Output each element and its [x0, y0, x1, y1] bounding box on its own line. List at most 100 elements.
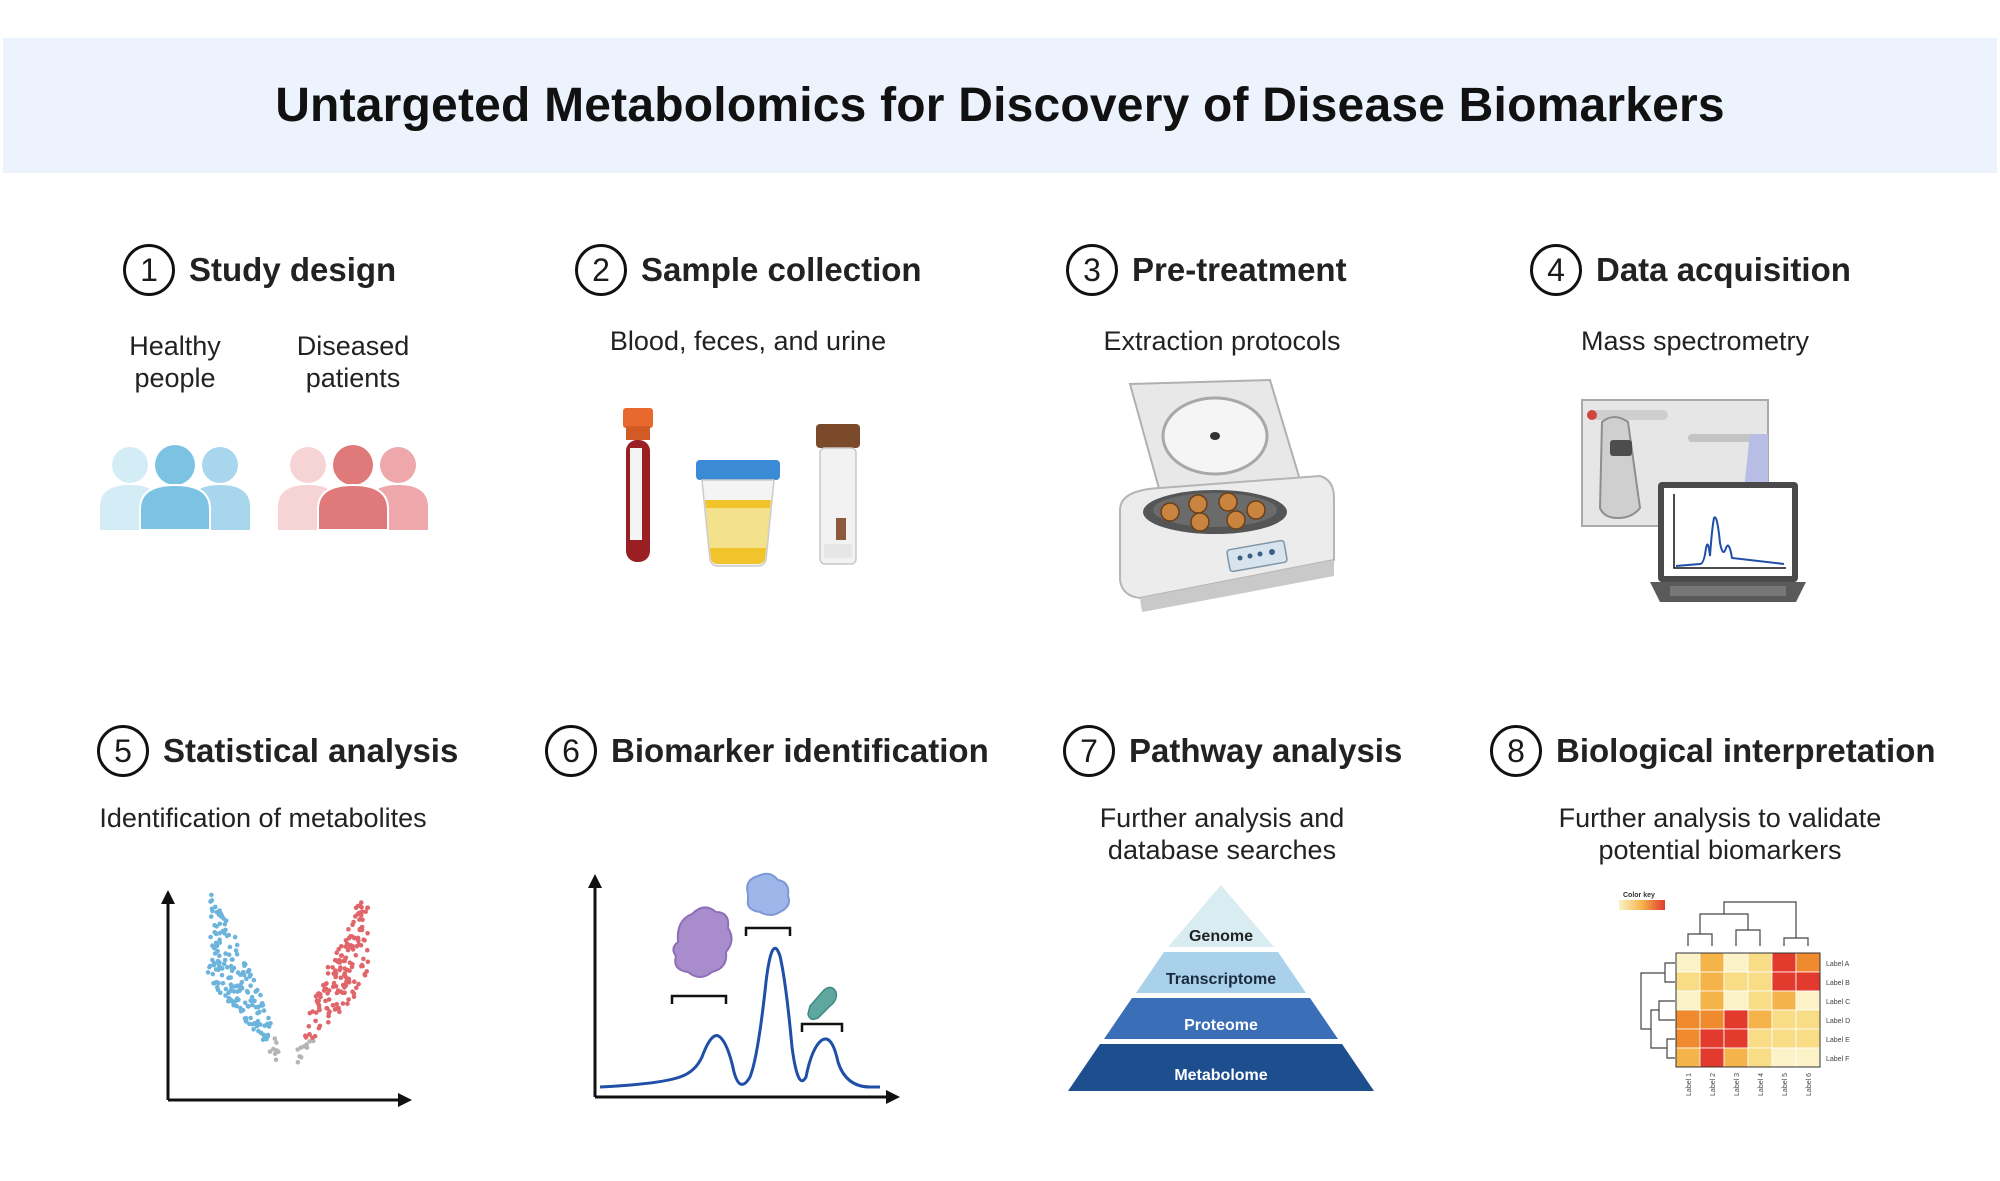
- volcano-point: [209, 892, 214, 898]
- step-8-header: 8 Biological interpretation: [1490, 725, 1936, 777]
- volcano-point: [248, 972, 253, 978]
- volcano-point: [323, 998, 328, 1004]
- volcano-point: [241, 972, 247, 978]
- pyramid-label-genome: Genome: [1189, 928, 1253, 945]
- volcano-point: [222, 957, 228, 963]
- volcano-point: [226, 952, 232, 957]
- volcano-point: [325, 971, 331, 976]
- volcano-point: [342, 966, 347, 971]
- heatmap-cell: [1795, 990, 1821, 1011]
- step-3-title: Pre-treatment: [1132, 251, 1347, 288]
- volcano-point: [260, 1037, 266, 1042]
- step-3-subtitle: Extraction protocols: [1103, 326, 1341, 356]
- heatmap-cell: [1675, 971, 1701, 992]
- volcano-point: [353, 952, 359, 958]
- volcano-point: [307, 1032, 312, 1037]
- volcano-point: [272, 1051, 278, 1057]
- volcano-point: [271, 1046, 276, 1052]
- heatmap-col-label: Label 3: [1734, 1073, 1741, 1096]
- step-5-header: 5 Statistical analysis: [97, 725, 458, 777]
- heatmap-cell: [1771, 952, 1797, 973]
- volcano-point: [350, 943, 355, 949]
- omics-pyramid: Genome Transcriptome Proteome Metabolome: [1068, 885, 1374, 1091]
- volcano-point: [220, 981, 226, 986]
- diseased-patients-icon: [278, 445, 428, 531]
- pyramid-label-transcriptome: Transcriptome: [1166, 971, 1276, 988]
- volcano-point: [365, 931, 370, 936]
- volcano-point: [346, 927, 351, 932]
- volcano-point: [324, 1005, 329, 1011]
- step-7-header: 7 Pathway analysis: [1063, 725, 1402, 777]
- volcano-point: [208, 914, 214, 919]
- volcano-point: [351, 994, 357, 999]
- volcano-point: [303, 1033, 308, 1038]
- volcano-point: [330, 965, 335, 970]
- volcano-point: [266, 1015, 271, 1021]
- volcano-point: [212, 945, 217, 951]
- heatmap-cell: [1699, 952, 1725, 973]
- volcano-point: [337, 1009, 342, 1015]
- volcano-point: [345, 1001, 350, 1007]
- volcano-point: [248, 983, 253, 988]
- volcano-point: [361, 956, 366, 962]
- volcano-point: [336, 946, 341, 952]
- volcano-point: [213, 940, 219, 946]
- heatmap-cell: [1699, 1028, 1725, 1049]
- volcano-point: [356, 942, 362, 947]
- volcano-point: [242, 963, 247, 968]
- volcano-point: [229, 968, 235, 974]
- volcano-point: [304, 1045, 310, 1050]
- volcano-point: [354, 985, 359, 991]
- healthy-people-icon: [100, 445, 250, 531]
- volcano-point: [231, 999, 237, 1005]
- volcano-point: [259, 1003, 264, 1008]
- volcano-point: [244, 988, 250, 994]
- volcano-point: [332, 1007, 338, 1012]
- step-1-title: Study design: [189, 251, 397, 288]
- volcano-point: [326, 997, 332, 1002]
- page-title: Untargeted Metabolomics for Discovery of…: [275, 79, 1725, 132]
- volcano-point: [298, 1045, 304, 1050]
- volcano-point: [226, 932, 232, 938]
- heatmap-cell: [1723, 952, 1749, 973]
- volcano-point: [306, 1024, 312, 1029]
- volcano-point: [321, 982, 326, 988]
- volcano-point: [326, 1011, 331, 1016]
- volcano-point: [243, 1019, 249, 1024]
- volcano-point: [232, 934, 238, 940]
- volcano-point: [228, 975, 233, 980]
- volcano-point: [250, 1002, 255, 1008]
- volcano-point: [247, 1021, 252, 1027]
- heatmap-cell: [1747, 1009, 1773, 1030]
- volcano-point: [234, 996, 240, 1001]
- volcano-point: [347, 968, 352, 973]
- heatmap-cell: [1795, 1028, 1821, 1049]
- volcano-point: [315, 1000, 320, 1006]
- volcano-point: [215, 984, 220, 990]
- volcano-point: [332, 957, 338, 963]
- volcano-point: [338, 953, 344, 958]
- step-8-title: Biological interpretation: [1556, 732, 1936, 769]
- volcano-point: [212, 951, 218, 956]
- volcano-point: [356, 981, 361, 987]
- heatmap-cell: [1747, 990, 1773, 1011]
- step-5-number: 5: [97, 725, 149, 777]
- sample-tubes-icon: [623, 408, 860, 567]
- volcano-point: [325, 991, 330, 996]
- pyramid-label-metabolome: Metabolome: [1174, 1067, 1267, 1084]
- heatmap-cell: [1723, 1009, 1749, 1030]
- volcano-point: [210, 957, 215, 963]
- volcano-point: [221, 961, 227, 967]
- volcano-point: [310, 1035, 315, 1041]
- volcano-point: [229, 957, 235, 962]
- volcano-point: [216, 980, 221, 986]
- volcano-point: [222, 921, 228, 927]
- volcano-point: [343, 974, 348, 980]
- heatmap-cell: [1723, 990, 1749, 1011]
- volcano-point: [253, 1004, 259, 1010]
- volcano-point: [223, 927, 228, 933]
- volcano-point: [333, 984, 339, 989]
- volcano-point: [352, 935, 358, 941]
- volcano-point: [207, 963, 213, 969]
